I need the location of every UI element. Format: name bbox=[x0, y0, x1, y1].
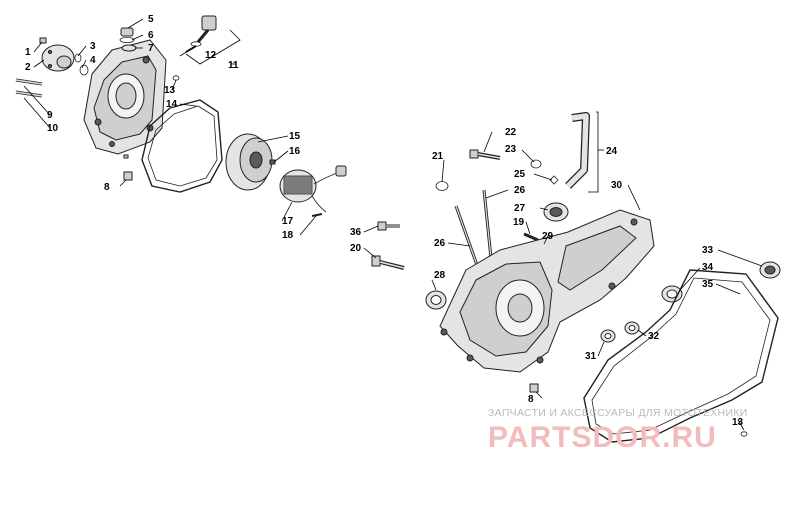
callout-12: 12 bbox=[205, 50, 217, 61]
callout-15: 15 bbox=[289, 131, 301, 142]
callout-29: 29 bbox=[542, 231, 554, 242]
leader-lines bbox=[23, 18, 763, 431]
callout-36: 36 bbox=[350, 227, 362, 238]
part-30-crankcase bbox=[439, 209, 655, 373]
part-25-clamp bbox=[549, 175, 559, 185]
part-21-oring bbox=[435, 181, 449, 191]
callout-2: 2 bbox=[25, 62, 31, 73]
part-23-oring bbox=[530, 159, 542, 169]
callout-17: 17 bbox=[282, 216, 294, 227]
watermark-caption: ЗАПЧАСТИ И АКСЕССУАРЫ ДЛЯ МОТОТЕХНИКИ bbox=[488, 407, 748, 419]
callout-6: 6 bbox=[148, 30, 154, 41]
callout-32: 32 bbox=[648, 331, 660, 342]
callout-11: 11 bbox=[228, 60, 239, 71]
callout-21: 21 bbox=[432, 151, 444, 162]
part-35-gasket bbox=[583, 269, 779, 443]
callout-31: 31 bbox=[585, 351, 597, 362]
part-5-6-7-plug bbox=[119, 27, 137, 52]
callout-27: 27 bbox=[514, 203, 526, 214]
callout-13-left: 13 bbox=[164, 85, 176, 96]
part-32-seal bbox=[624, 321, 640, 335]
part-18-screw bbox=[311, 213, 323, 217]
callout-1: 1 bbox=[25, 47, 31, 58]
callout-10: 10 bbox=[47, 123, 59, 134]
part-left-side-cover bbox=[83, 39, 167, 155]
part-15-flywheel bbox=[225, 133, 273, 191]
watermark-logo: PARTSDOR.RU bbox=[488, 421, 717, 454]
part-31-seal bbox=[600, 329, 616, 343]
callout-8-right: 8 bbox=[528, 394, 534, 405]
callout-20: 20 bbox=[350, 243, 362, 254]
callout-23: 23 bbox=[505, 144, 517, 155]
callout-34: 34 bbox=[702, 262, 714, 273]
callout-24: 24 bbox=[606, 146, 618, 157]
callout-28: 28 bbox=[434, 270, 446, 281]
part-11-dipstick bbox=[185, 15, 217, 53]
part-33-bearing bbox=[759, 261, 781, 279]
part-19-pin bbox=[523, 232, 539, 242]
callout-13-right: 13 bbox=[732, 417, 744, 428]
callout-numbers: 1 2 3 4 5 6 7 8 9 10 11 12 13 14 15 16 1… bbox=[25, 14, 744, 428]
part-17-stator bbox=[279, 165, 347, 213]
part-26-studs bbox=[454, 189, 494, 269]
part-2-flange bbox=[41, 44, 75, 72]
part-8-bolt-right bbox=[529, 383, 539, 393]
part-8-bolt bbox=[123, 154, 133, 181]
part-14-gasket bbox=[141, 99, 223, 193]
callout-19: 19 bbox=[513, 217, 525, 228]
callout-3: 3 bbox=[90, 41, 96, 52]
part-13-plug-right bbox=[740, 431, 748, 437]
part-36-bolt bbox=[377, 221, 400, 231]
part-16-key bbox=[269, 159, 276, 165]
part-13-plug bbox=[172, 75, 180, 81]
callout-30: 30 bbox=[611, 180, 623, 191]
callout-9: 9 bbox=[47, 110, 53, 121]
part-22-bolt bbox=[469, 149, 501, 160]
part-1-screw bbox=[39, 37, 47, 44]
part-9-10-bolts bbox=[15, 78, 43, 98]
callout-18: 18 bbox=[282, 230, 294, 241]
callout-16: 16 bbox=[289, 146, 301, 157]
callout-33: 33 bbox=[702, 245, 714, 256]
part-27-bearing bbox=[543, 202, 569, 222]
callout-25: 25 bbox=[514, 169, 526, 180]
callout-22: 22 bbox=[505, 127, 517, 138]
callout-26-lower: 26 bbox=[434, 238, 446, 249]
part-24-hose bbox=[565, 112, 590, 189]
callout-8-left: 8 bbox=[104, 182, 110, 193]
callout-5: 5 bbox=[148, 14, 154, 25]
part-3-4-oring bbox=[74, 53, 89, 76]
part-34-seal bbox=[661, 285, 683, 303]
callout-26-upper: 26 bbox=[514, 185, 526, 196]
part-28-seal bbox=[425, 290, 447, 310]
callout-7: 7 bbox=[148, 43, 154, 54]
callout-35: 35 bbox=[702, 279, 714, 290]
callout-14: 14 bbox=[166, 99, 178, 110]
part-20-bolt bbox=[371, 255, 405, 270]
callout-4: 4 bbox=[90, 55, 96, 66]
